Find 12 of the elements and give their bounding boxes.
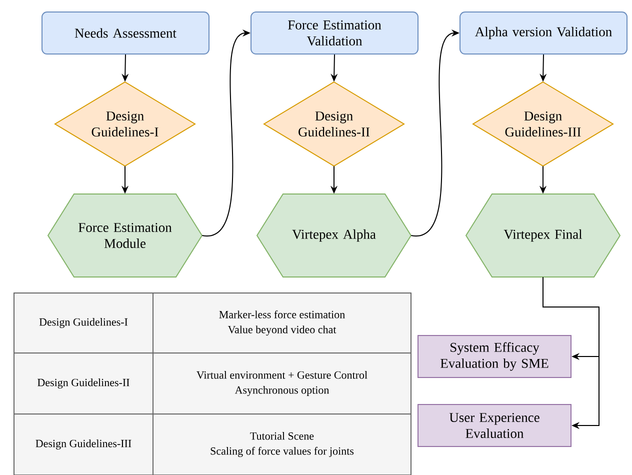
table-cell: Virtual environment + Gesture Control Asynchronous option <box>152 352 412 414</box>
table-cell: Design Guidelines-II <box>14 352 154 414</box>
table-cell: Tutorial Scene Scaling of force values for joints <box>152 414 412 475</box>
table-cell: Design Guidelines-III <box>14 414 154 475</box>
evaluation-box: System Efficacy Evaluation by SME <box>418 335 572 378</box>
process-box: Force Estimation Validation <box>250 12 418 54</box>
table-cell: Marker-less force estimation Value beyond video chat <box>152 292 412 354</box>
process-box: Needs Assessment <box>42 12 210 54</box>
arrow <box>542 276 600 430</box>
process-box: Alpha version Validation <box>460 12 628 54</box>
table-cell: Design Guidelines-I <box>14 292 154 354</box>
evaluation-box: User Experience Evaluation <box>418 404 572 447</box>
